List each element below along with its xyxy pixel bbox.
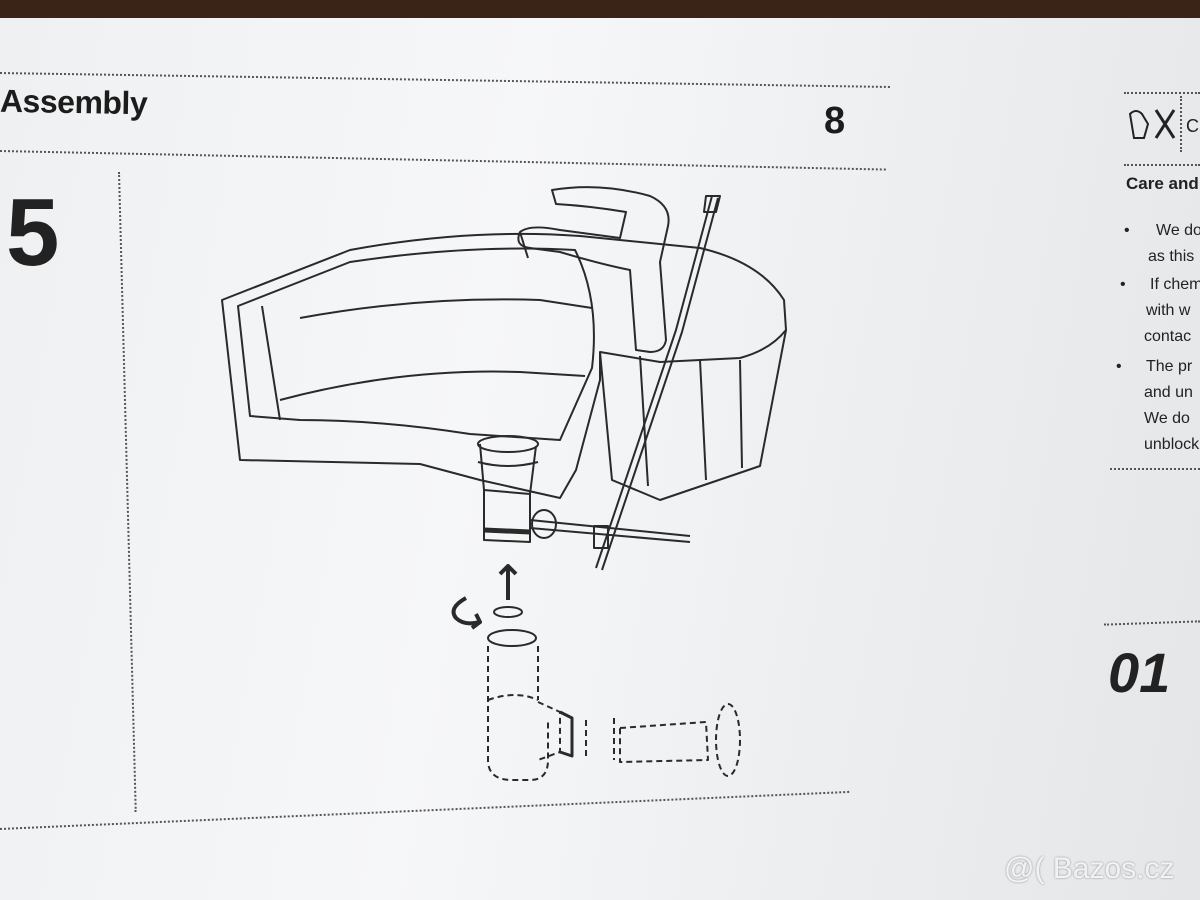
care-header-letter: C (1186, 116, 1199, 136)
faucet (517, 186, 670, 353)
care-line: with w (1146, 302, 1191, 319)
care-line: We do (1144, 410, 1190, 427)
popup-rod (595, 195, 713, 569)
care-bullet: • (1124, 222, 1130, 239)
care-rule-1 (1124, 92, 1200, 94)
care-line: unblock (1144, 436, 1200, 453)
step-number: 5 (6, 179, 60, 286)
care-rule-2 (1124, 164, 1200, 166)
siphon-trap (487, 646, 549, 781)
care-line: as this (1148, 248, 1195, 265)
page-number: 8 (824, 100, 846, 142)
rotate-arrow (451, 596, 482, 630)
drain-flange (477, 435, 539, 453)
basin-outline (221, 232, 787, 499)
care-line: and un (1144, 384, 1193, 401)
care-line: contac (1144, 328, 1192, 345)
care-line: If chem (1150, 276, 1200, 293)
care-rule-3 (1110, 468, 1200, 470)
care-heading: Care and (1126, 174, 1199, 193)
care-line: The pr (1146, 358, 1193, 375)
care-bullet: • (1116, 358, 1122, 375)
care-tools-icon (1124, 100, 1180, 150)
basin-inner (237, 247, 595, 441)
care-divider (1180, 96, 1182, 152)
next-step-number: 01 (1108, 641, 1171, 704)
care-line: We do (1156, 222, 1200, 239)
up-arrow (498, 564, 518, 600)
instruction-page (0, 18, 1200, 900)
watermark: @( Bazos.cz (1004, 852, 1175, 885)
care-bullet: • (1120, 276, 1126, 293)
